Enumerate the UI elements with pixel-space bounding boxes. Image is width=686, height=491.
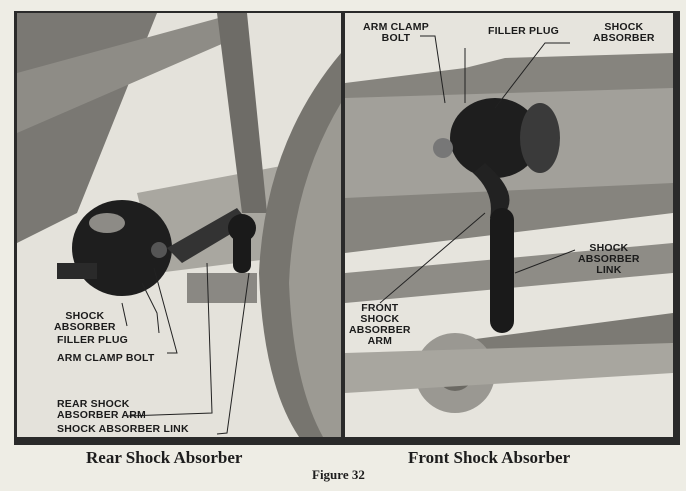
label-filler-plug: FILLER PLUG bbox=[57, 334, 129, 346]
label-line: ABSORBER bbox=[349, 324, 411, 336]
front-shock-illustration bbox=[345, 13, 673, 437]
figure-label: Figure 32 bbox=[312, 467, 365, 482]
label-line: ABSORBER ARM bbox=[57, 409, 146, 421]
caption-rear: Rear Shock Absorber bbox=[86, 448, 243, 467]
label-line: REAR SHOCK bbox=[57, 398, 130, 410]
label-line: SHOCK bbox=[589, 242, 629, 254]
label-line: ARM CLAMP bbox=[363, 21, 429, 33]
label-filler-plug: FILLER PLUG bbox=[488, 25, 560, 37]
label-line: SHOCK bbox=[604, 21, 644, 33]
label-line: FRONT bbox=[361, 302, 399, 314]
label-line: ABSORBER bbox=[593, 32, 655, 44]
label-arm-clamp-bolt: ARM CLAMP BOLT bbox=[57, 352, 155, 364]
label-line: SHOCK bbox=[360, 313, 400, 325]
rear-shock-illustration bbox=[17, 13, 341, 437]
label-line: ABSORBER bbox=[578, 253, 640, 265]
label-line: ABSORBER bbox=[54, 321, 116, 333]
label-line: LINK bbox=[596, 264, 622, 276]
label-shock-absorber-link: SHOCK ABSORBER LINK bbox=[57, 423, 189, 435]
label-line: SHOCK bbox=[65, 310, 105, 322]
label-line: BOLT bbox=[381, 32, 411, 44]
label-line: ARM bbox=[367, 335, 393, 347]
caption-front: Front Shock Absorber bbox=[408, 448, 571, 467]
